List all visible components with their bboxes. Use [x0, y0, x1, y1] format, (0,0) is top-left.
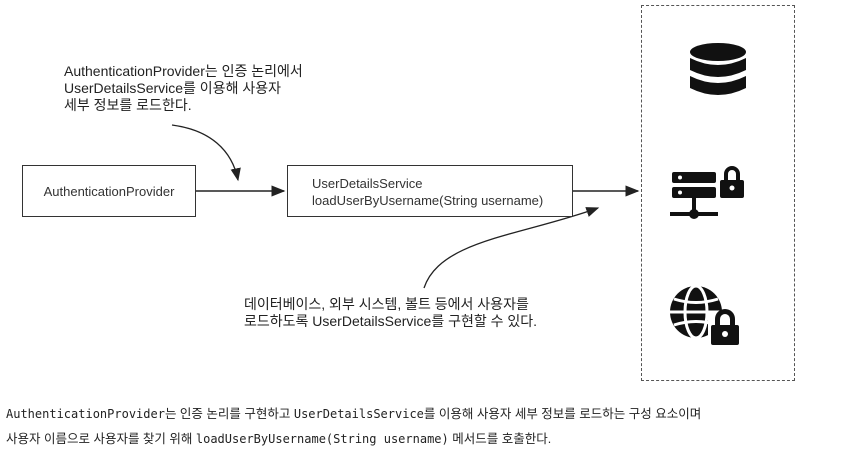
user-details-service-box: UserDetailsService loadUserByUsername(St… [287, 165, 573, 217]
caption-code-load-user-method: loadUserByUsername(String username) [195, 432, 449, 446]
caption-code-authentication-provider: AuthenticationProvider [6, 407, 165, 421]
caption-text: 를 이용해 사용자 세부 정보를 로드하는 구성 요소이며 [423, 407, 702, 421]
authentication-provider-box: AuthenticationProvider [22, 165, 196, 217]
server-lock-icon [670, 166, 744, 219]
figure-caption-line-1: AuthenticationProvider는 인증 논리를 구현하고 User… [6, 403, 701, 422]
note-bottom: 데이터베이스, 외부 시스템, 볼트 등에서 사용자를 로드하도록 UserDe… [244, 296, 538, 329]
note-bottom-pointer [423, 207, 600, 289]
user-store-panel [641, 5, 795, 381]
note-top-pointer [171, 124, 241, 182]
user-details-service-label: UserDetailsService [312, 176, 423, 191]
figure-caption-line-2: 사용자 이름으로 사용자를 찾기 위해 loadUserByUsername(S… [6, 428, 551, 447]
database-icon [690, 43, 746, 95]
caption-text: 사용자 이름으로 사용자를 찾기 위해 [6, 432, 196, 446]
caption-text: 메서드를 호출한다. [448, 432, 552, 446]
caption-code-user-details-service: UserDetailsService [293, 407, 424, 421]
note-top: AuthenticationProvider는 인증 논리에서 UserDeta… [64, 63, 303, 113]
load-user-method-label: loadUserByUsername(String username) [312, 193, 544, 208]
caption-text: 는 인증 논리를 구현하고 [164, 407, 294, 421]
authentication-provider-label: AuthenticationProvider [43, 183, 175, 199]
globe-lock-icon [670, 284, 742, 345]
